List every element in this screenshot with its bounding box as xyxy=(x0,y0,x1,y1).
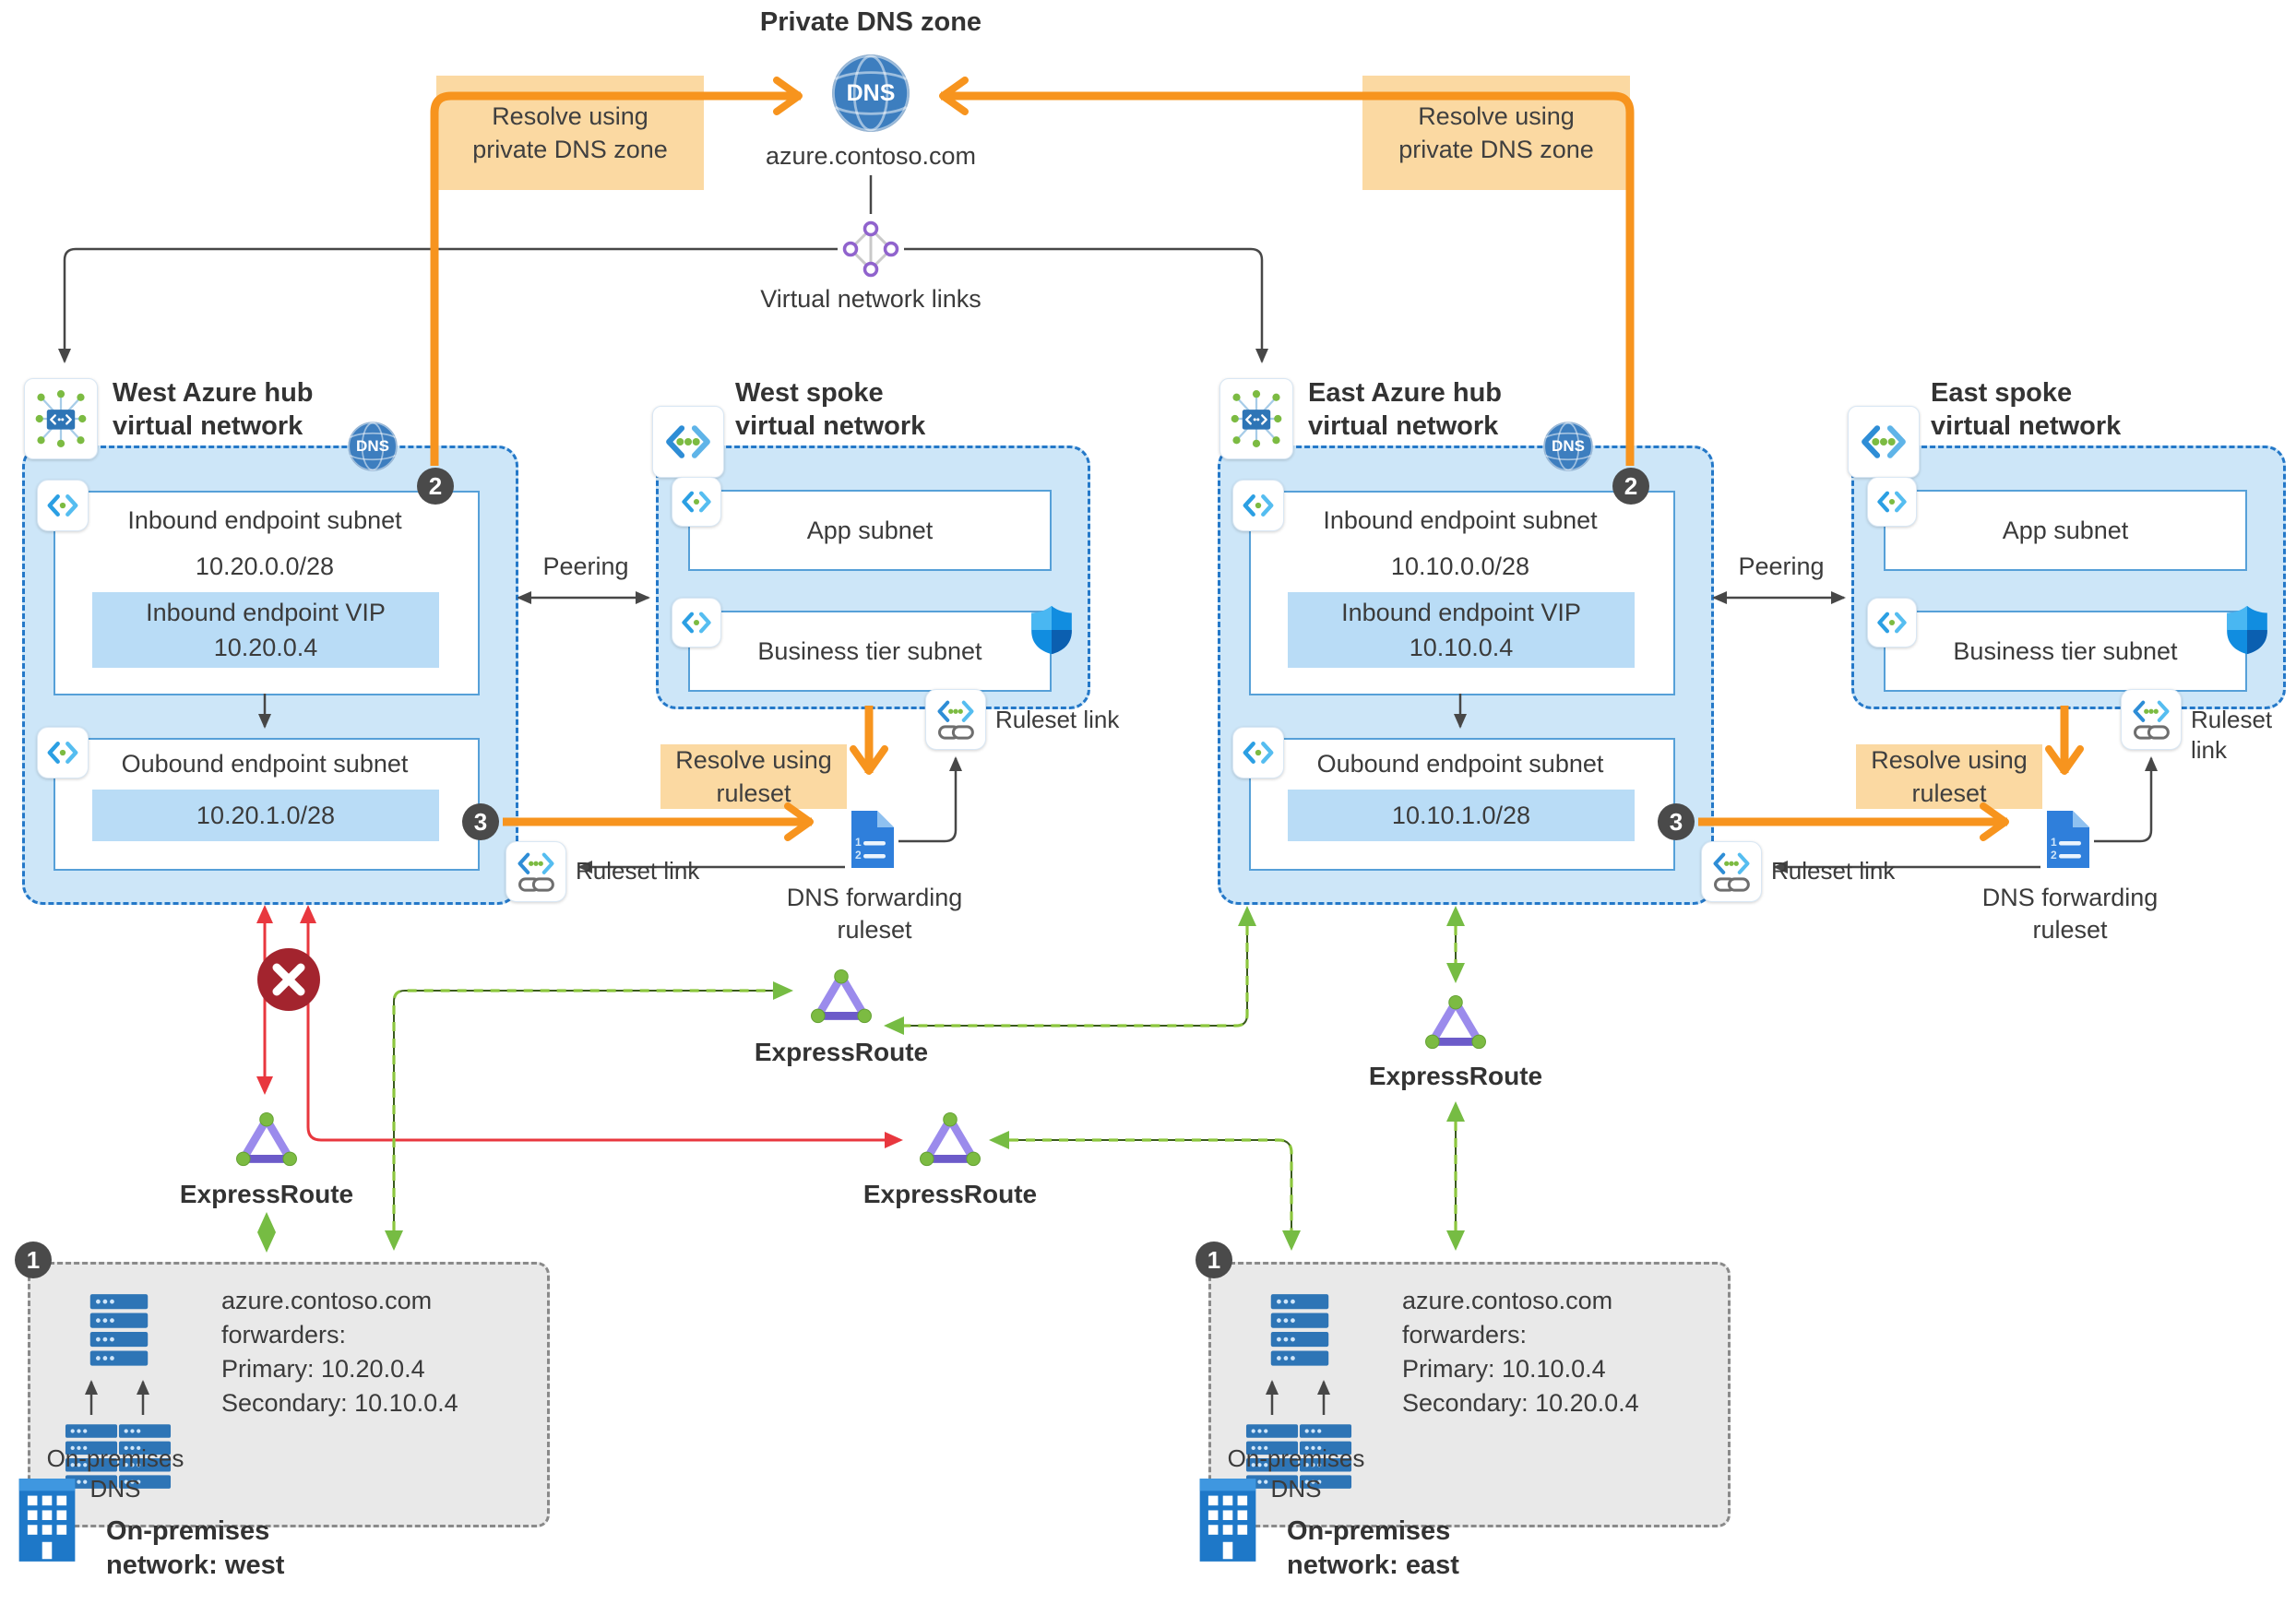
west-hub-dns-badge-label: DNS xyxy=(356,437,389,455)
east-hub-ruleset-link-icon-card xyxy=(1701,841,1762,902)
virtual-network-links-icon xyxy=(841,220,900,279)
peering-label-west: Peering xyxy=(542,552,629,580)
virtual-network-icon xyxy=(1853,411,1914,472)
west-spoke-ruleset-link-label: Ruleset link xyxy=(995,706,1120,733)
east-spoke-ruleset-link-label: Ruleset link xyxy=(2191,706,2273,764)
east-app-subnet-icon-card xyxy=(1867,477,1917,527)
east-outbound-cidr-box: 10.10.1.0/28 xyxy=(1288,790,1635,841)
on-premises-dns-label-west: On-premises DNS xyxy=(46,1444,184,1503)
private-dns-zone-icon-label: DNS xyxy=(846,79,896,106)
subnet-icon xyxy=(676,481,717,522)
west-inbound-cidr: 10.20.0.0/28 xyxy=(195,552,335,580)
ruleset-link-icon xyxy=(510,846,562,897)
west-dns-forwarding-ruleset-label: DNS forwarding ruleset xyxy=(786,884,963,944)
west-dns-forwarding-ruleset-icon xyxy=(845,808,898,871)
east-firewall-shield-icon xyxy=(2225,603,2269,657)
west-inbound-subnet-title: Inbound endpoint subnet xyxy=(127,506,402,534)
east-inbound-subnet-title: Inbound endpoint subnet xyxy=(1323,506,1598,534)
resolve-private-dns-callout-east: Resolve using private DNS zone xyxy=(1362,76,1630,190)
east-hub-title: East Azure hub virtual network xyxy=(1308,378,1503,441)
east-dns-forwarding-ruleset-label: DNS forwarding ruleset xyxy=(1981,884,2159,944)
resolve-private-dns-callout-west: Resolve using private DNS zone xyxy=(436,76,704,190)
building-icon-west xyxy=(17,1476,77,1564)
dns-server-icon xyxy=(1269,1293,1330,1371)
west-business-subnet-box: Business tier subnet xyxy=(688,611,1052,692)
peering-label-east: Peering xyxy=(1738,552,1825,580)
west-firewall-shield-icon xyxy=(1029,603,1074,657)
virtual-network-icon xyxy=(658,411,719,472)
west-ruleset-doc-line1: 1 xyxy=(855,836,862,849)
expressroute-label-east: ExpressRoute xyxy=(1368,1062,1543,1090)
expressroute-icon-mid-west xyxy=(809,968,874,1027)
east-app-subnet-box: App subnet xyxy=(1884,490,2247,571)
west-app-subnet-box: App subnet xyxy=(688,490,1052,571)
virtual-network-links-label: Virtual network links xyxy=(760,285,981,313)
west-inbound-vip-box: Inbound endpoint VIP 10.20.0.4 xyxy=(92,592,439,668)
ruleset-link-icon xyxy=(930,694,981,745)
west-spoke-vnet-icon-card xyxy=(652,406,724,478)
blocked-error-icon xyxy=(256,946,322,1013)
east-hub-vnet-icon-card xyxy=(1219,378,1293,459)
forwarders-text-west: azure.contoso.com forwarders: Primary: 1… xyxy=(221,1287,458,1417)
east-spoke-vnet-icon-card xyxy=(1848,406,1920,478)
subnet-icon xyxy=(676,602,717,643)
east-ruleset-doc-line2: 2 xyxy=(2051,849,2057,861)
west-hub-vnet-icon-card xyxy=(24,378,98,459)
west-outbound-subnet-icon-card xyxy=(37,727,89,778)
west-outbound-cidr-box: 10.20.1.0/28 xyxy=(92,790,439,841)
dns-server-icon xyxy=(89,1293,149,1371)
west-hub-title: West Azure hub virtual network xyxy=(113,378,314,441)
east-outbound-subnet-icon-card xyxy=(1232,727,1284,778)
east-hub-ruleset-link-label: Ruleset link xyxy=(1771,857,1896,885)
east-business-subnet-box: Business tier subnet xyxy=(1884,611,2247,692)
east-business-subnet-icon-card xyxy=(1867,598,1917,648)
ruleset-link-icon xyxy=(1706,846,1757,897)
east-ruleset-doc-line1: 1 xyxy=(2051,836,2057,849)
east-outbound-subnet-title: Oubound endpoint subnet xyxy=(1316,750,1604,778)
private-dns-zone-title: Private DNS zone xyxy=(759,7,982,37)
step-2-badge-east: 2 xyxy=(1612,468,1649,505)
virtual-network-icon xyxy=(1225,387,1288,450)
on-premises-dns-label-east: On-premises DNS xyxy=(1227,1444,1365,1503)
virtual-network-icon xyxy=(30,387,92,450)
east-dns-forwarding-ruleset-icon xyxy=(2040,808,2094,871)
east-spoke-ruleset-link-icon-card xyxy=(2121,689,2182,750)
east-inbound-subnet-icon-card xyxy=(1232,480,1284,531)
subnet-icon xyxy=(1872,481,1912,522)
forwarders-text-east: azure.contoso.com forwarders: Primary: 1… xyxy=(1402,1287,1639,1417)
resolve-ruleset-callout-west: Resolve using ruleset xyxy=(660,744,847,809)
west-spoke-title: West spoke virtual network xyxy=(735,378,926,441)
expressroute-label-mid-west: ExpressRoute xyxy=(754,1038,929,1066)
subnet-icon xyxy=(1872,602,1912,643)
resolve-ruleset-callout-east: Resolve using ruleset xyxy=(1856,744,2042,809)
expressroute-label-mid-east: ExpressRoute xyxy=(862,1180,1038,1208)
dns-zone-domain: azure.contoso.com xyxy=(765,142,977,170)
west-hub-ruleset-link-icon-card xyxy=(506,841,566,902)
step-3-badge-west: 3 xyxy=(462,803,499,840)
east-inbound-cidr: 10.10.0.0/28 xyxy=(1390,552,1530,580)
expressroute-icon-east xyxy=(1423,993,1488,1052)
expressroute-icon-west xyxy=(234,1111,299,1170)
west-spoke-ruleset-link-icon-card xyxy=(925,689,986,750)
west-hub-ruleset-link-label: Ruleset link xyxy=(576,857,700,885)
step-2-badge-west: 2 xyxy=(417,468,454,505)
east-hub-dns-badge-label: DNS xyxy=(1552,437,1585,455)
west-business-subnet-icon-card xyxy=(672,598,721,648)
expressroute-label-west: ExpressRoute xyxy=(179,1180,354,1208)
west-app-subnet-icon-card xyxy=(672,477,721,527)
step-1-badge-west: 1 xyxy=(15,1242,52,1278)
on-premises-network-west-label: On-premises network: west xyxy=(106,1516,285,1580)
west-outbound-subnet-title: Oubound endpoint subnet xyxy=(121,750,409,778)
west-ruleset-doc-line2: 2 xyxy=(855,849,862,861)
east-spoke-title: East spoke virtual network xyxy=(1931,378,2122,441)
on-premises-network-east-label: On-premises network: east xyxy=(1287,1516,1459,1580)
west-inbound-subnet-icon-card xyxy=(37,480,89,531)
step-1-badge-east: 1 xyxy=(1196,1242,1232,1278)
step-3-badge-east: 3 xyxy=(1658,803,1695,840)
building-icon-east xyxy=(1197,1476,1258,1564)
expressroute-icon-mid-east xyxy=(918,1111,982,1170)
east-inbound-vip-box: Inbound endpoint VIP 10.10.0.4 xyxy=(1288,592,1635,668)
ruleset-link-icon xyxy=(2125,694,2177,745)
